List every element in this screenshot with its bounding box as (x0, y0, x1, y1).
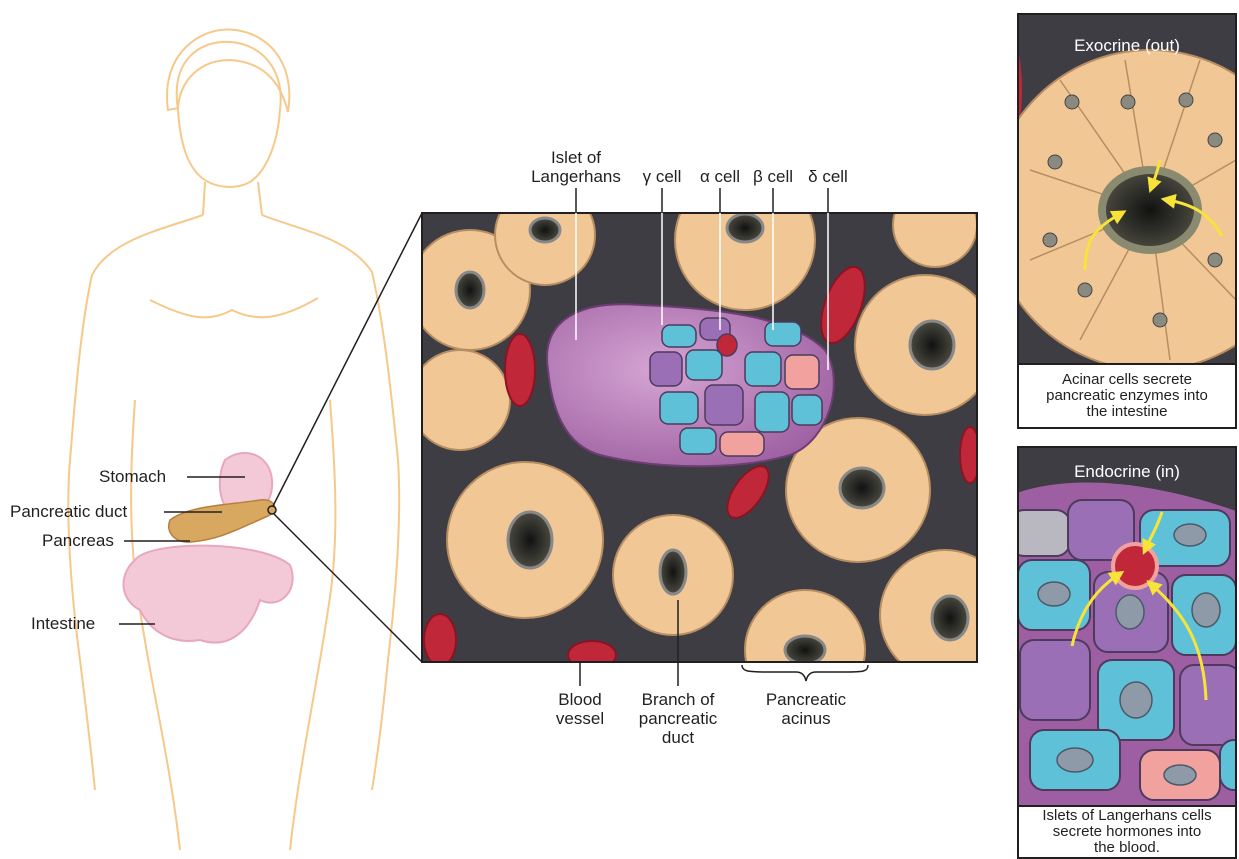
endocrine-title: Endocrine (in) (1018, 462, 1236, 482)
label-pancreatic-duct: Pancreatic duct (10, 502, 127, 521)
label-stomach: Stomach (99, 467, 166, 486)
label-acinus-line2: acinus (756, 709, 856, 728)
label-pancreas: Pancreas (42, 531, 114, 550)
label-delta-cell: δ cell (790, 167, 866, 186)
intestine-shape (124, 546, 293, 643)
pancreas-shape (169, 500, 275, 542)
exocrine-title: Exocrine (out) (1018, 36, 1236, 56)
exocrine-caption: Acinar cells secrete pancreatic enzymes … (1020, 372, 1234, 420)
acinus (893, 183, 977, 267)
acinus (410, 350, 510, 450)
label-branch-line2: pancreatic (623, 709, 733, 728)
label-islet-line2: Langerhans (514, 167, 638, 186)
label-blood-vessel: Blood vessel (540, 690, 620, 728)
label-islet-of-langerhans: Islet of Langerhans (514, 148, 638, 186)
label-acinus-line1: Pancreatic (756, 690, 856, 709)
blood-vessel (568, 641, 616, 669)
endocrine-panel-art (1000, 483, 1239, 830)
label-intestine: Intestine (31, 614, 95, 633)
islet-of-langerhans (547, 304, 834, 466)
endocrine-caption-line3: the blood. (1020, 840, 1234, 856)
exocrine-caption-line2: pancreatic enzymes into (1020, 388, 1234, 404)
blood-vessel (505, 334, 535, 406)
label-pancreatic-acinus: Pancreatic acinus (756, 690, 856, 728)
acinus (855, 275, 995, 415)
body-figure (68, 29, 399, 850)
label-islet-line1: Islet of (514, 148, 638, 167)
exocrine-caption-line3: the intestine (1020, 404, 1234, 420)
chest-lines (150, 298, 318, 317)
acinus (880, 550, 1010, 680)
zoom-lines (268, 213, 422, 662)
label-blood-line2: vessel (540, 709, 620, 728)
endocrine-caption-line1: Islets of Langerhans cells (1020, 808, 1234, 824)
exocrine-caption-line1: Acinar cells secrete (1020, 372, 1234, 388)
head-outline (177, 42, 281, 187)
acinus (495, 185, 595, 285)
label-branch-of-pancreatic-duct: Branch of pancreatic duct (623, 690, 733, 747)
top-leader-lines-outside (576, 188, 828, 213)
blood-vessel (424, 614, 456, 666)
acinus (613, 515, 733, 635)
label-blood-line1: Blood (540, 690, 620, 709)
acinus (447, 462, 603, 618)
label-branch-line1: Branch of (623, 690, 733, 709)
label-branch-line3: duct (623, 728, 733, 747)
acinus (675, 170, 815, 310)
endocrine-caption-line2: secrete hormones into (1020, 824, 1234, 840)
endocrine-caption: Islets of Langerhans cells secrete hormo… (1020, 808, 1234, 856)
